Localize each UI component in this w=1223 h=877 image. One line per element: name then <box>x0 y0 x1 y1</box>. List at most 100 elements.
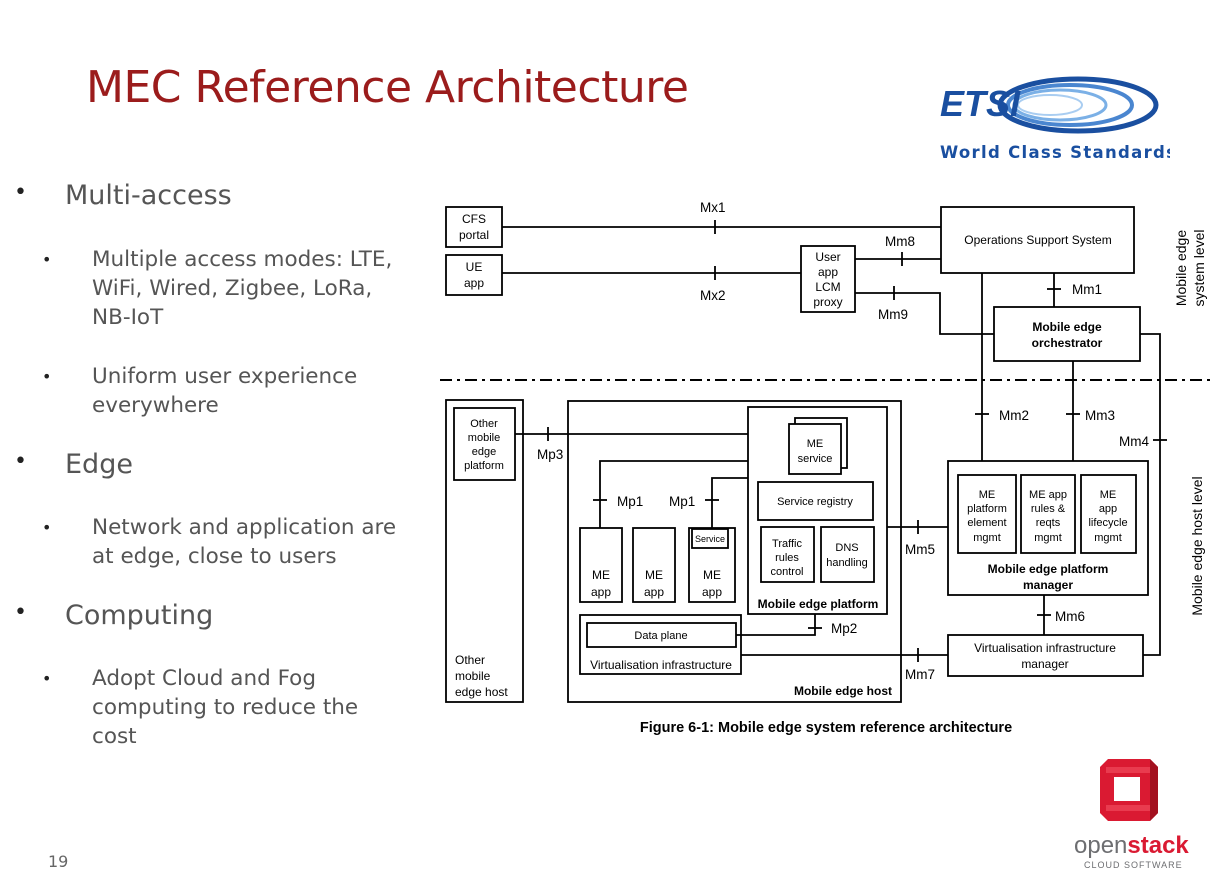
slide-title: MEC Reference Architecture <box>86 62 689 113</box>
ref-mm6: Mm6 <box>1055 609 1085 624</box>
me-host-label: Mobile edge host <box>794 684 892 698</box>
me-app-label: ME <box>703 568 721 582</box>
etsi-tagline: World Class Standards <box>940 143 1170 162</box>
oss-label: Operations Support System <box>964 233 1111 247</box>
system-level-label: Mobile edge <box>1173 230 1189 306</box>
bullet-text: Uniform user experience everywhere <box>92 364 358 418</box>
ref-mm4: Mm4 <box>1119 434 1149 449</box>
mm9-line <box>855 292 994 335</box>
host-level-label: Mobile edge host level <box>1189 476 1205 615</box>
service-registry-label: Service registry <box>777 496 853 508</box>
ref-mp1: Mp1 <box>669 494 695 509</box>
bullet-dot: • <box>42 518 52 537</box>
traffic-rules-label: Traffic <box>772 538 802 550</box>
cfs-label: portal <box>459 228 489 242</box>
vim-label: manager <box>1021 657 1068 671</box>
bullet-text: Multi-access <box>65 180 232 211</box>
openstack-tagline: CLOUD SOFTWARE <box>1084 860 1183 870</box>
ref-mm1: Mm1 <box>1072 282 1102 297</box>
me-service-label: ME <box>807 438 824 450</box>
etsi-swoosh-icon <box>997 76 1159 134</box>
ref-mm3: Mm3 <box>1085 408 1115 423</box>
figure-caption: Figure 6-1: Mobile edge system reference… <box>640 720 1012 736</box>
mepm-label: Mobile edge platform <box>988 562 1109 576</box>
openstack-logo: openstack CLOUD SOFTWARE <box>1074 759 1189 870</box>
me-platform-label: Mobile edge platform <box>758 597 879 611</box>
other-platform-label: Other <box>470 418 498 430</box>
app-rules-label: reqts <box>1036 517 1061 529</box>
data-plane-label: Data plane <box>634 630 687 642</box>
ref-mm5: Mm5 <box>905 542 935 557</box>
mepm-box <box>947 460 1149 596</box>
me-app-label: app <box>591 585 611 599</box>
bullet-text: Edge <box>65 449 133 480</box>
me-service-label: service <box>798 453 833 465</box>
mp1-line-b <box>711 477 748 528</box>
ref-mp2: Mp2 <box>831 621 857 636</box>
ref-mm8: Mm8 <box>885 234 915 249</box>
other-platform-label: mobile <box>468 432 500 444</box>
app-rules-label: mgmt <box>1034 532 1062 544</box>
app-lifecycle-label: ME <box>1100 489 1117 501</box>
dns-handling-box <box>820 526 875 583</box>
service-tag-box <box>691 528 729 549</box>
traffic-rules-label: control <box>770 566 803 578</box>
app-lifecycle-label: lifecycle <box>1088 517 1127 529</box>
pf-element-label: element <box>967 517 1006 529</box>
pf-element-mgmt-box <box>957 474 1017 554</box>
me-app-box <box>579 527 623 603</box>
app-lifecycle-label: app <box>1099 503 1117 515</box>
me-app-label: ME <box>645 568 663 582</box>
traffic-rules-box <box>760 526 815 583</box>
mp1-line-a <box>599 460 748 528</box>
me-platform-box <box>747 406 888 615</box>
openstack-cube-icon <box>1100 759 1158 821</box>
system-level-label: system level <box>1191 229 1207 306</box>
mm4-line <box>1140 333 1161 656</box>
app-lifecycle-label: mgmt <box>1094 532 1122 544</box>
meo-label: orchestrator <box>1032 336 1103 350</box>
meo-label: Mobile edge <box>1032 320 1102 334</box>
etsi-wordmark: ETSI <box>940 83 1021 124</box>
bullet-dot: • <box>14 600 27 625</box>
bullet-text: Network and application are at edge, clo… <box>92 515 397 569</box>
bullet-dot: • <box>42 250 52 269</box>
ue-label: app <box>464 276 484 290</box>
virt-infra-label: Virtualisation infrastructure <box>590 658 732 672</box>
other-platform-label: platform <box>464 460 504 472</box>
other-host-label: edge host <box>455 685 508 699</box>
ref-mm7: Mm7 <box>905 667 935 682</box>
other-host-box <box>445 399 524 703</box>
bullet-dot: • <box>42 367 52 386</box>
ref-mm2: Mm2 <box>999 408 1029 423</box>
ref-mx1: Mx1 <box>700 200 726 215</box>
traffic-rules-label: rules <box>775 552 799 564</box>
bullet-dot: • <box>14 180 27 205</box>
other-platform-label: edge <box>472 446 496 458</box>
bullet-dot: • <box>42 669 52 688</box>
service-registry-box <box>757 481 874 521</box>
ref-mm9: Mm9 <box>878 307 908 322</box>
bullet-text: Computing <box>65 600 214 631</box>
other-host-label: Other <box>455 653 485 667</box>
etsi-logo: ETSI World Class Standards <box>940 76 1170 162</box>
service-tag-label: Service <box>695 534 725 544</box>
app-rules-label: rules & <box>1031 503 1066 515</box>
dns-label: DNS <box>835 542 858 554</box>
page-number: 19 <box>48 852 69 871</box>
lcm-label: User <box>815 250 840 264</box>
ue-app-box <box>445 254 503 296</box>
other-host-label: mobile <box>455 669 491 683</box>
me-app-label: ME <box>592 568 610 582</box>
dns-label: handling <box>826 557 868 569</box>
cfs-label: CFS <box>462 212 486 226</box>
me-app-label: app <box>702 585 722 599</box>
pf-element-label: ME <box>979 489 996 501</box>
app-lifecycle-mgmt-box <box>1080 474 1137 554</box>
ref-mx2: Mx2 <box>700 288 726 303</box>
ref-mp3: Mp3 <box>537 447 563 462</box>
lcm-label: proxy <box>813 295 842 309</box>
bullet-text: Adopt Cloud and Fog computing to reduce … <box>92 666 359 749</box>
bullet-text: Multiple access modes: LTE, WiFi, Wired,… <box>92 247 393 330</box>
